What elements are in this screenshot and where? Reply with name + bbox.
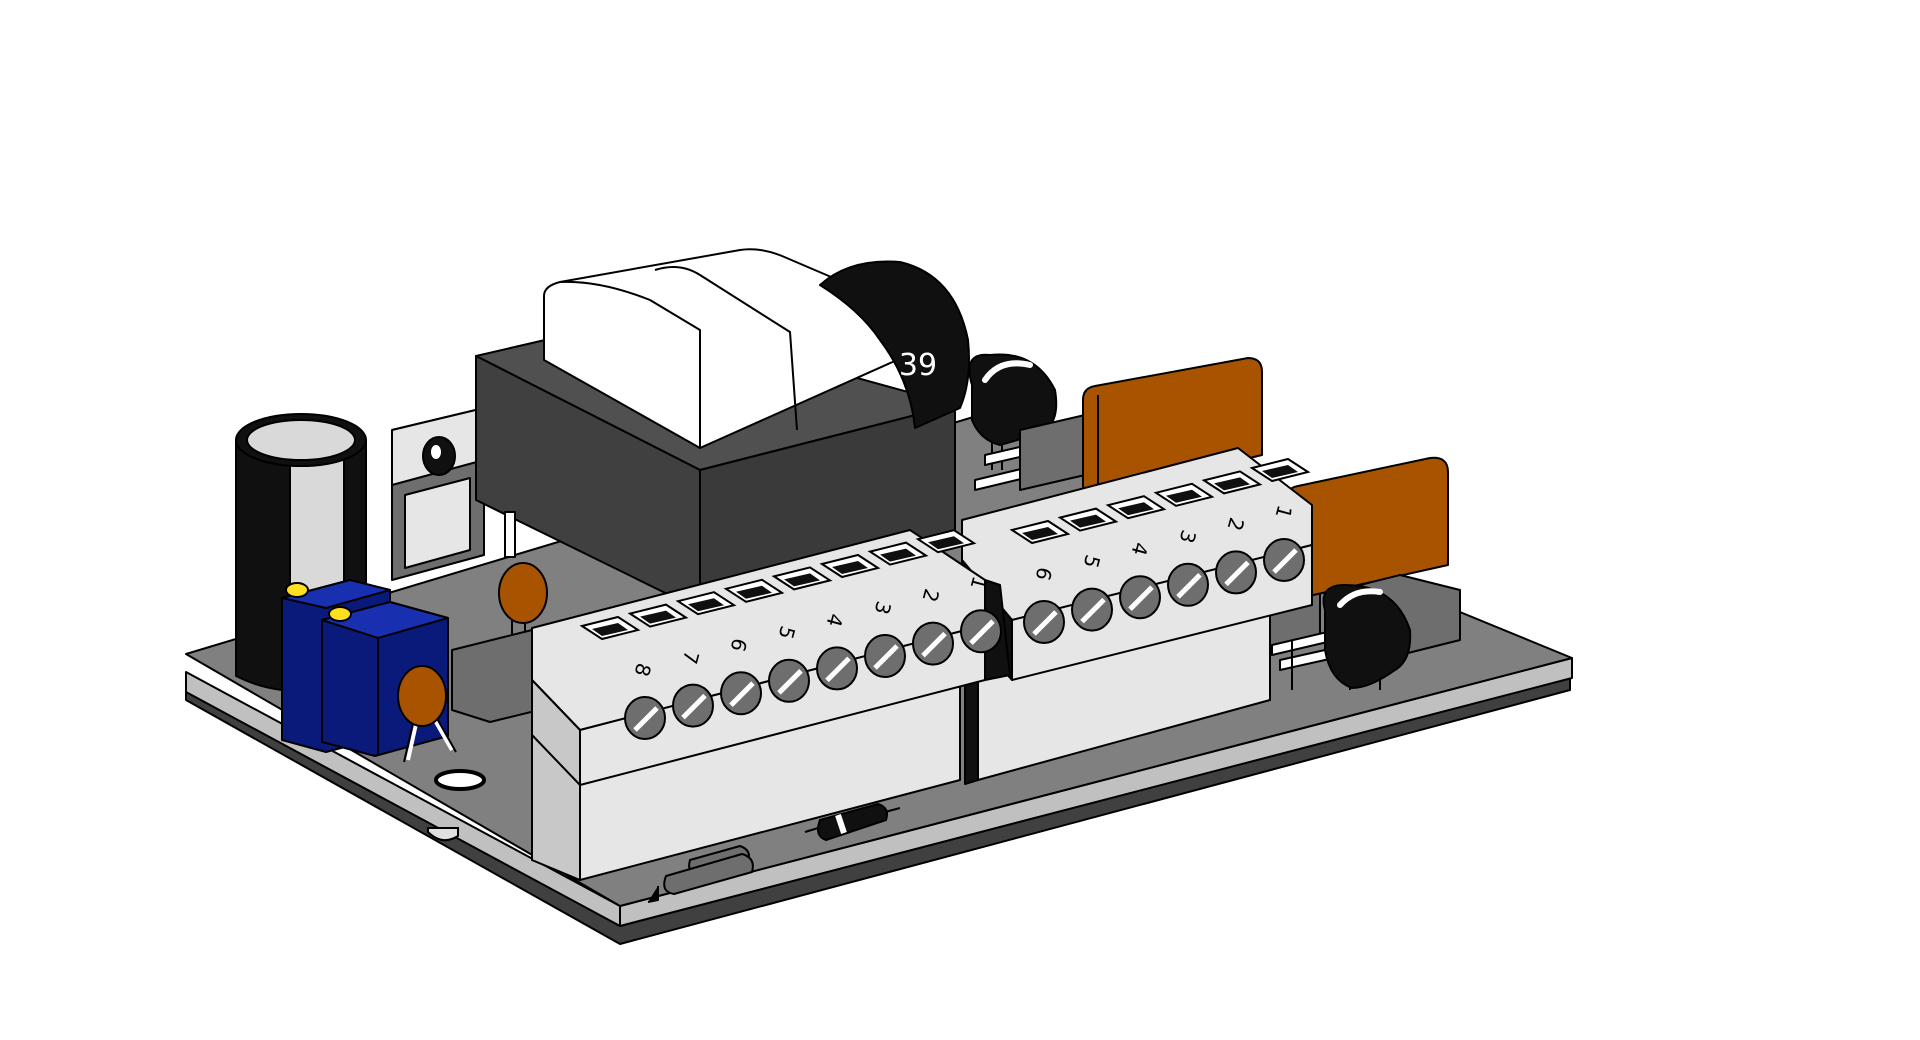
resistor-2	[647, 853, 754, 903]
varistor: 39	[819, 260, 970, 429]
large-terminal-label: 7	[678, 648, 704, 667]
small-terminal-label: 4	[1127, 540, 1153, 559]
voltage-regulator	[391, 407, 485, 581]
board-foot	[427, 827, 459, 842]
trimmer-knob-2	[328, 606, 352, 622]
small-terminal-label: 3	[1175, 527, 1201, 546]
large-terminal-label: 8	[630, 661, 656, 680]
terminal-block-large: 8 7 6 5 4 3 2 1	[531, 529, 1011, 881]
large-terminal-label: 1	[966, 574, 992, 593]
large-terminal-label: 5	[774, 623, 800, 642]
small-terminal-label: 5	[1079, 552, 1105, 571]
small-terminal-label: 6	[1031, 565, 1057, 584]
diode	[804, 803, 901, 841]
trimmer-knob-1	[285, 582, 309, 598]
large-terminal-label: 6	[726, 636, 752, 655]
transistor-right	[1271, 584, 1412, 690]
capacitor-top	[246, 419, 356, 461]
ceramic-capacitor-front	[397, 665, 457, 763]
small-terminal-label: 2	[1223, 515, 1249, 534]
large-terminal-label: 3	[870, 599, 896, 618]
large-terminal-label: 2	[918, 586, 944, 605]
large-terminal-label: 4	[822, 611, 848, 630]
small-terminal-label: 1	[1271, 503, 1297, 522]
varistor-marking: 39	[899, 348, 937, 383]
terminal-block-small: 6 5 4 3 2 1	[961, 447, 1313, 785]
mounting-hole	[434, 769, 486, 791]
